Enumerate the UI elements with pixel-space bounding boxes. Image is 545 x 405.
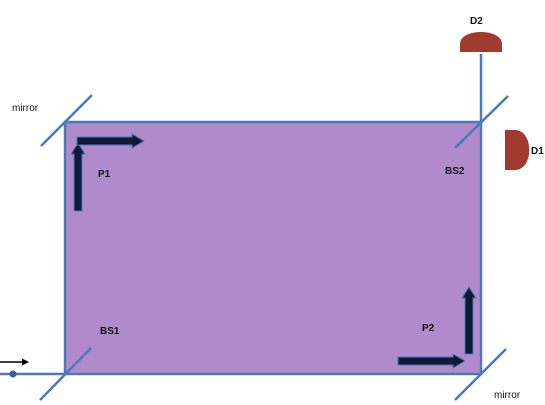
photon-source-dot	[9, 370, 17, 378]
p1-vertical-arrow	[70, 142, 86, 212]
input-direction-arrow	[0, 358, 29, 366]
bs2-label: BS2	[445, 166, 465, 177]
mirror-label-top-left: mirror	[12, 103, 39, 114]
bs1-label: BS1	[100, 326, 120, 337]
p1-label: P1	[98, 169, 111, 180]
detector-d2	[460, 32, 502, 52]
mirror-top-left	[40, 94, 93, 147]
mirror-bottom-right	[454, 348, 507, 401]
p2-vertical-arrow	[461, 286, 477, 355]
mirror-label-bottom-right: mirror	[494, 390, 521, 401]
beam-splitter-bs2	[454, 95, 509, 149]
beam-splitter-bs1	[39, 347, 92, 401]
d1-label: D1	[531, 146, 544, 157]
interferometer-region	[63, 120, 483, 376]
p2-horizontal-arrow	[397, 353, 466, 369]
d2-label: D2	[470, 16, 483, 27]
p2-label: P2	[422, 323, 435, 334]
detector-d1	[505, 130, 530, 170]
p1-horizontal-arrow	[76, 133, 145, 149]
